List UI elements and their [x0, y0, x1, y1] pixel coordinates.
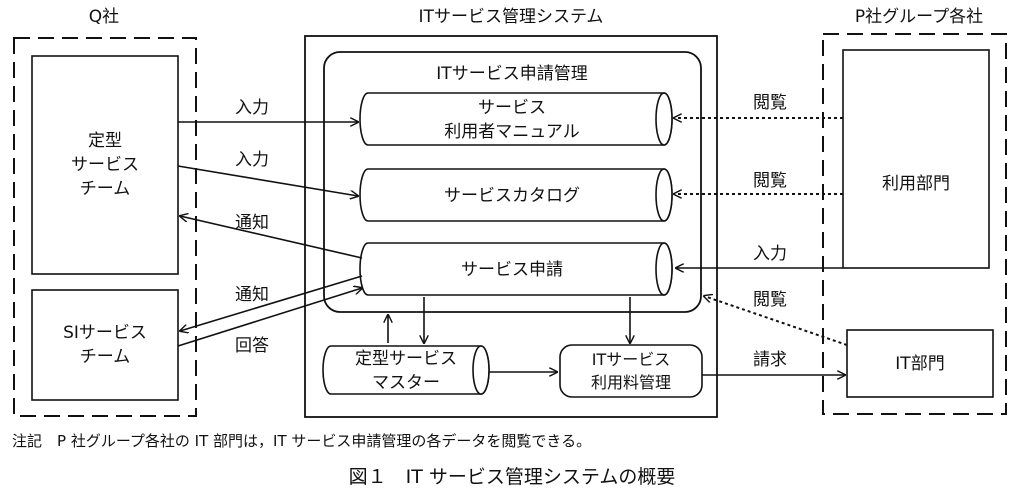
subsystem-title: ITサービス申請管理 — [436, 64, 587, 84]
label-view-manual: 閲覧 — [753, 93, 787, 113]
request-cylinder — [359, 242, 673, 296]
manual-label-1: サービス — [478, 98, 546, 118]
teikei-team-label-1: 定型 — [88, 131, 122, 151]
label-input-request: 入力 — [753, 244, 787, 264]
label-input-manual: 入力 — [235, 98, 269, 118]
teikei-team-label-2: サービス — [71, 155, 139, 175]
teikei-team-label-3: チーム — [80, 179, 131, 199]
teikei-team-box — [31, 55, 179, 275]
si-team-label-2: チーム — [80, 347, 131, 367]
arrow-request-to-teikei — [180, 216, 363, 259]
fee-mgmt-label-2: 利用料管理 — [591, 373, 671, 392]
label-billing: 請求 — [753, 350, 787, 370]
manual-label-2: 利用者マニュアル — [444, 122, 580, 142]
catalog-cylinder — [359, 168, 673, 222]
p-group-group — [822, 33, 1007, 415]
arrow-teikei-to-catalog — [177, 165, 358, 196]
riyo-bumon-label: 利用部門 — [882, 174, 950, 194]
service-request-subsystem — [323, 51, 702, 313]
label-notify-teikei: 通知 — [235, 213, 269, 233]
arrow-si-to-request — [177, 288, 362, 347]
si-team-label-1: SIサービス — [63, 323, 147, 343]
fee-mgmt-box — [559, 344, 703, 398]
catalog-label: サービスカタログ — [444, 186, 580, 206]
fee-mgmt-label-1: ITサービス — [592, 350, 671, 369]
label-view-request: 閲覧 — [753, 290, 787, 310]
label-view-catalog: 閲覧 — [753, 171, 787, 191]
master-label-1: 定型サービス — [355, 349, 457, 369]
q-company-group — [13, 37, 197, 417]
it-bumon-box — [846, 329, 994, 398]
arrow-request-to-si — [180, 275, 363, 331]
label-notify-si: 通知 — [235, 285, 269, 305]
manual-cylinder — [359, 92, 673, 146]
figure-caption: 図１ IT サービス管理システムの概要 — [349, 466, 676, 488]
master-cylinder — [322, 345, 490, 395]
riyo-bumon-box — [842, 49, 990, 269]
dotted-it-bumon-to-request — [704, 296, 848, 346]
q-company-title: Q社 — [89, 7, 119, 27]
system-title: ITサービス管理システム — [419, 7, 604, 27]
p-group-title: P社グループ各社 — [855, 7, 983, 27]
label-answer: 回答 — [235, 336, 269, 356]
master-label-2: マスター — [372, 373, 440, 393]
request-label: サービス申請 — [461, 260, 563, 280]
label-input-catalog: 入力 — [235, 150, 269, 170]
system-group — [304, 35, 718, 418]
note-text: 注記 P 社グループ各社の IT 部門は，IT サービス申請管理の各データを閲覧… — [12, 432, 591, 450]
it-bumon-label: IT部門 — [895, 354, 944, 374]
si-team-box — [31, 289, 179, 401]
